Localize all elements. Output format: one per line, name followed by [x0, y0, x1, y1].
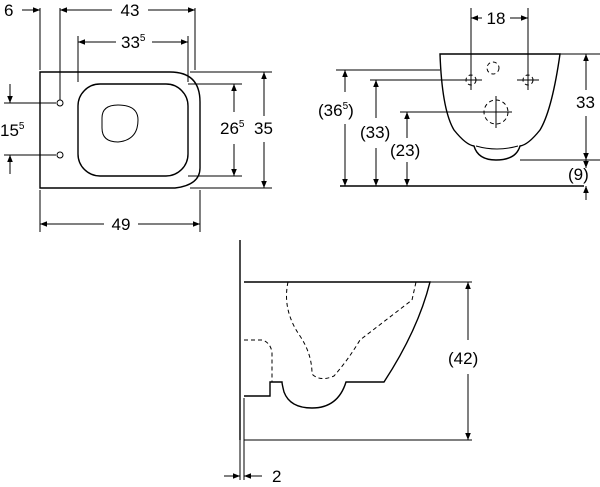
dim-side-2: 2 [272, 467, 281, 486]
dim-top-6: 6 [4, 1, 13, 20]
dim-front-23: (23) [390, 141, 420, 160]
dim-side-42: (42) [448, 349, 478, 368]
fixing-hole-top [56, 99, 64, 107]
dim-front-9: (9) [568, 165, 589, 184]
top-view-seat [77, 83, 189, 177]
side-view: (42) 2 [224, 240, 478, 486]
dim-front-33-left: (33) [360, 123, 390, 142]
dim-left-15: 155 [0, 121, 25, 140]
dim-right-inner: 265 [220, 119, 245, 138]
side-view-outline [244, 281, 431, 409]
top-view: 43 6 335 155 265 35 49 [0, 1, 273, 234]
dim-top-43: 43 [121, 1, 140, 20]
front-view: 18 (365) (33) (23) 33 (9) [318, 8, 600, 200]
fixing-hole-bottom [56, 151, 64, 159]
dim-bottom-49: 49 [112, 215, 131, 234]
dim-front-18: 18 [487, 9, 506, 28]
dim-front-36: (365) [318, 101, 354, 120]
front-view-outline [439, 53, 561, 161]
dim-inner-top: 335 [121, 33, 146, 52]
dim-front-33-right: 33 [576, 93, 595, 112]
top-view-bowl [101, 104, 139, 143]
dim-right-outer: 35 [254, 119, 273, 138]
top-view-outline [39, 71, 201, 189]
